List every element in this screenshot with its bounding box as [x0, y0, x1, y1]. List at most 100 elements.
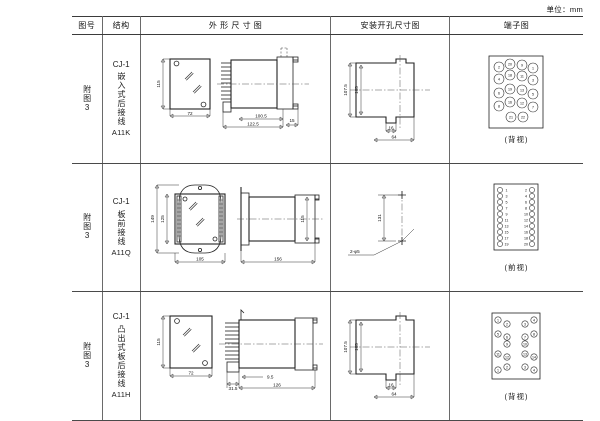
svg-text:8: 8 — [498, 104, 500, 108]
model-label: CJ-1 — [112, 59, 130, 69]
mount-drawing-r1: 107.5 105 16 64 — [331, 45, 448, 153]
svg-text:20: 20 — [508, 62, 512, 66]
cell-mounting-drawing: 107.5 105 16 64 — [330, 291, 450, 420]
svg-text:11: 11 — [505, 219, 509, 223]
mount-drawing-r3: 107.5 105 16 64 — [331, 302, 448, 410]
svg-text:2: 2 — [525, 189, 527, 193]
cell-terminal-diagram: 2 20 9 1 4 18 11 3 6 19 13 5 — [449, 35, 583, 163]
svg-text:3: 3 — [524, 322, 526, 326]
svg-text:1: 1 — [497, 318, 499, 322]
drawing-no-text: 附图3 — [82, 84, 92, 113]
terminal-view-label: (背视) — [504, 134, 529, 144]
structure-label: 板前接线 — [116, 209, 126, 246]
dimension-spec-table: 图号 结构 外 形 尺 寸 图 安装开孔尺寸图 端子图 附图3 CJ-1 嵌入式… — [72, 16, 583, 421]
terminal-diagram-r1: 2 20 9 1 4 18 11 3 6 19 13 5 — [450, 53, 583, 145]
structure-label: 嵌入式后接线 — [116, 72, 126, 127]
dim-107-5: 107.5 — [343, 84, 348, 96]
svg-text:7: 7 — [506, 207, 508, 211]
structure-stack: CJ-1 凸出式板后接线 A11H — [103, 312, 140, 399]
cell-structure: CJ-1 嵌入式后接线 A11K — [102, 34, 141, 163]
cell-drawing-no: 附图3 — [72, 163, 103, 291]
dim-115-r2: 115 — [300, 215, 305, 223]
cell-mounting-drawing: 131 2-φ5 — [330, 163, 450, 291]
drawing-no-text: 附图3 — [82, 213, 92, 242]
dim-105-r3: 105 — [354, 342, 359, 350]
cell-terminal-diagram: 1 2 3 4 5 6 7 8 9 10 11 12 13 — [449, 292, 583, 420]
svg-text:1: 1 — [497, 368, 499, 372]
svg-text:6: 6 — [498, 91, 500, 95]
svg-text:5: 5 — [497, 332, 499, 336]
svg-text:16: 16 — [524, 231, 528, 235]
dim-16-r3: 16 — [389, 382, 395, 387]
dim-100-5: 100.5 — [255, 113, 267, 118]
structure-label: 凸出式板后接线 — [116, 324, 126, 388]
svg-text:1: 1 — [506, 189, 508, 193]
outline-drawing-r2: 149 125 105 — [141, 173, 331, 281]
svg-text:10: 10 — [524, 213, 528, 217]
dim-72-r3: 72 — [188, 370, 194, 375]
cell-terminal-diagram: 1 3 5 7 9 11 13 15 17 19 2 4 6 — [449, 163, 583, 291]
dim-125: 125 — [160, 215, 165, 223]
svg-text:4: 4 — [525, 195, 527, 199]
dim-64-r3: 64 — [392, 391, 398, 396]
header-terminal-diagram: 端子图 — [449, 16, 583, 35]
cell-drawing-no: 附图3 — [72, 291, 103, 420]
svg-text:17: 17 — [505, 237, 509, 241]
header-drawing-no: 图号 — [72, 16, 103, 35]
structure-stack: CJ-1 板前接线 A11Q — [103, 197, 140, 257]
svg-text:18: 18 — [508, 73, 512, 77]
table-row: 附图3 CJ-1 凸出式板后接线 A11H — [72, 291, 583, 420]
unit-note: 单位：mm — [546, 5, 583, 14]
mount-drawing-r2: 131 2-φ5 — [331, 173, 448, 281]
dim-105-r2: 105 — [196, 257, 204, 262]
svg-text:13: 13 — [523, 352, 527, 356]
svg-text:3: 3 — [506, 195, 508, 199]
svg-text:9: 9 — [521, 63, 523, 67]
svg-text:2: 2 — [506, 365, 508, 369]
svg-text:1: 1 — [532, 66, 534, 70]
dim-31-5: 31.5 — [228, 386, 237, 391]
svg-text:8: 8 — [533, 332, 535, 336]
svg-text:13: 13 — [520, 88, 524, 92]
svg-text:6: 6 — [525, 201, 527, 205]
svg-text:4: 4 — [533, 368, 535, 372]
svg-text:7: 7 — [524, 335, 526, 339]
dim-15: 15 — [289, 118, 295, 123]
svg-text:19: 19 — [505, 243, 509, 247]
dim-126: 126 — [273, 382, 281, 387]
svg-text:16: 16 — [508, 100, 512, 104]
svg-text:6: 6 — [506, 335, 508, 339]
dim-149: 149 — [150, 215, 155, 223]
svg-text:5: 5 — [506, 201, 508, 205]
dim-9-5: 9.5 — [267, 374, 274, 379]
dim-64: 64 — [392, 134, 398, 139]
row-separator — [72, 162, 583, 164]
svg-text:22: 22 — [521, 115, 525, 119]
structure-code: A11Q — [111, 247, 131, 257]
dim-105: 105 — [354, 85, 359, 93]
svg-text:18: 18 — [524, 237, 528, 241]
svg-text:21: 21 — [509, 115, 513, 119]
structure-code: A11K — [111, 128, 131, 138]
structure-stack: CJ-1 嵌入式后接线 A11K — [103, 60, 140, 138]
drawing-no-text: 附图3 — [82, 341, 92, 370]
svg-text:20: 20 — [524, 243, 528, 247]
table-header-row: 图号 结构 外 形 尺 寸 图 安装开孔尺寸图 端子图 — [72, 16, 583, 35]
header-structure: 结构 — [102, 16, 141, 35]
outline-drawing-r3: 115 72 — [141, 302, 331, 410]
terminal-diagram-r2: 1 3 5 7 9 11 13 15 17 19 2 4 6 — [450, 181, 583, 273]
cell-drawing-no: 附图3 — [72, 34, 103, 163]
terminal-diagram-r3: 1 2 3 4 5 6 7 8 9 10 11 12 13 — [450, 310, 583, 402]
dim-115-r3: 115 — [156, 338, 161, 346]
table-row: 附图3 CJ-1 板前接线 A11Q — [72, 163, 583, 291]
terminal-view-label: (前视) — [504, 263, 529, 273]
dim-122-5: 122.5 — [247, 121, 259, 126]
svg-text:12: 12 — [524, 219, 528, 223]
svg-text:9: 9 — [506, 213, 508, 217]
svg-text:5: 5 — [532, 92, 534, 96]
svg-text:4: 4 — [498, 77, 500, 81]
header-outline-dims: 外 形 尺 寸 图 — [140, 16, 332, 35]
dim-107-5-r3: 107.5 — [343, 341, 348, 353]
svg-text:13: 13 — [505, 225, 509, 229]
svg-text:11: 11 — [521, 74, 525, 78]
